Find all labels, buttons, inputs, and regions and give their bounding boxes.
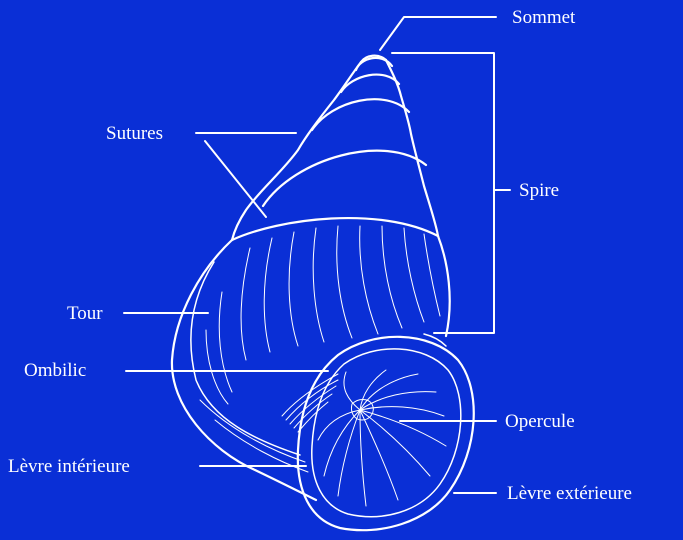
spire-right-outline (386, 60, 438, 236)
label-tour: Tour (67, 304, 103, 323)
label-sutures: Sutures (106, 124, 163, 143)
label-spire: Spire (519, 181, 559, 200)
leader-sommet (380, 17, 496, 50)
label-ombilic: Ombilic (24, 361, 86, 380)
label-levre-exterieure: Lèvre extérieure (507, 484, 632, 503)
operculum-lines (318, 370, 446, 506)
leader-spire-bracket (392, 53, 494, 333)
aperture-inner-lip (312, 349, 461, 517)
whorl-3 (312, 99, 409, 130)
spire-left-outline (232, 62, 361, 240)
leader-sutures-2 (205, 141, 266, 217)
whorl-4 (263, 151, 426, 206)
label-opercule: Opercule (505, 412, 575, 431)
leader-lines (124, 17, 510, 493)
label-levre-interieure: Lèvre intérieure (8, 457, 130, 476)
body-suture (232, 218, 438, 240)
label-sommet: Sommet (512, 8, 575, 27)
aperture-outer-lip (298, 337, 474, 530)
body-whorl-right (438, 236, 450, 336)
